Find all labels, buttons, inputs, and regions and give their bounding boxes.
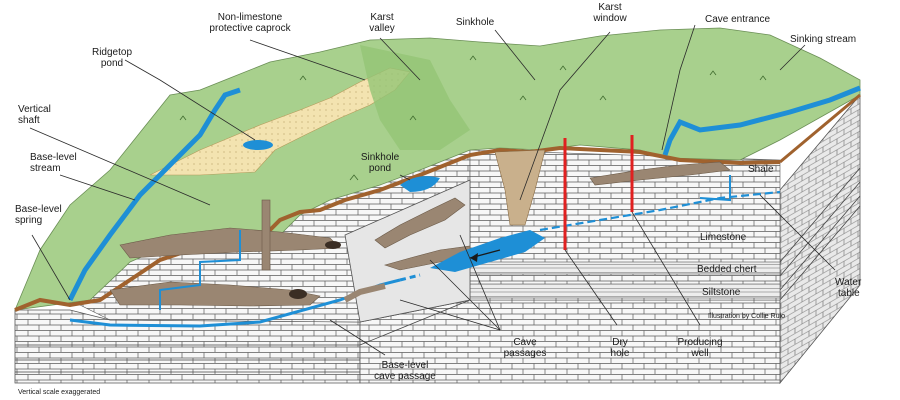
label-non-limestone-2: protective caprock xyxy=(209,23,291,34)
label-non-limestone-1: Non-limestone xyxy=(218,12,283,23)
label-base-level-spring-2: spring xyxy=(15,215,42,226)
label-base-level-stream-1: Base-level xyxy=(30,152,77,163)
label-sinkhole-pond-2: pond xyxy=(369,163,391,174)
label-ridgetop-2: pond xyxy=(101,58,123,69)
block-right-face xyxy=(779,93,861,385)
label-vertical-shaft-1: Vertical xyxy=(18,104,51,115)
cave-passage-cut-1 xyxy=(374,197,466,249)
label-base-level-spring-1: Base-level xyxy=(15,204,62,215)
soil-edge xyxy=(14,145,781,312)
karst-window xyxy=(494,149,546,226)
label-base-level-stream-2: stream xyxy=(30,163,61,174)
label-producing-well-1: Producing xyxy=(677,337,722,348)
label-cave-passages-1: Cave xyxy=(513,337,537,348)
label-base-level-cave-2: cave passage xyxy=(374,371,436,382)
label-shale: Shale xyxy=(748,164,774,175)
cave-passage-flow xyxy=(430,230,545,272)
label-water-table-1: Water xyxy=(835,277,862,288)
label-vertical-shaft-2: shaft xyxy=(18,115,40,126)
sinking-stream xyxy=(662,85,861,156)
label-dry-hole-1: Dry xyxy=(612,337,628,348)
label-base-level-cave-1: Base-level xyxy=(382,360,429,371)
label-sinkhole: Sinkhole xyxy=(456,17,495,28)
water-table xyxy=(539,190,781,232)
label-water-table-2: table xyxy=(838,288,860,299)
label-karst-window-2: window xyxy=(592,13,627,24)
label-karst-valley-2: valley xyxy=(369,23,395,34)
label-ridgetop-1: Ridgetop xyxy=(92,47,132,58)
cave-passage-upper xyxy=(119,227,341,259)
cave-passage-right xyxy=(589,161,731,186)
label-bedded-chert: Bedded chert xyxy=(697,264,757,275)
label-siltstone: Siltstone xyxy=(702,287,741,298)
scale-note: Vertical scale exaggerated xyxy=(18,389,100,396)
label-producing-well-2: well xyxy=(690,348,708,359)
label-limestone: Limestone xyxy=(700,232,747,243)
label-sinking-stream: Sinking stream xyxy=(790,34,856,45)
label-karst-valley-1: Karst xyxy=(370,12,394,23)
label-dry-hole-2: hole xyxy=(611,348,630,359)
label-karst-window-1: Karst xyxy=(598,2,622,13)
label-cave-entrance: Cave entrance xyxy=(705,14,770,25)
ridgetop-pond xyxy=(243,140,273,150)
sinkhole-pond xyxy=(400,176,440,192)
vertical-shaft xyxy=(261,199,271,271)
label-sinkhole-pond-1: Sinkhole xyxy=(361,152,400,163)
illustration-credit: Illustration by Collie Rulo xyxy=(708,313,785,320)
base-level-stream xyxy=(67,87,241,302)
label-cave-passages-2: passages xyxy=(504,348,547,359)
